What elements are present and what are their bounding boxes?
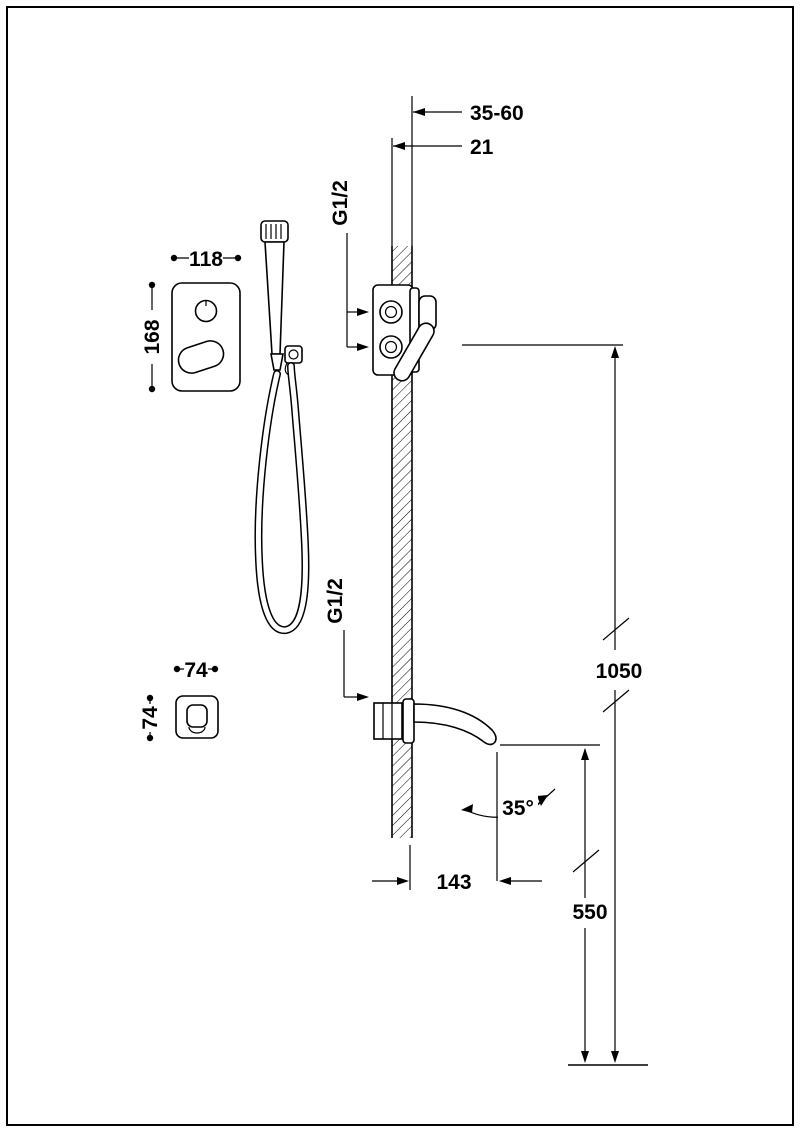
arrowhead <box>357 308 369 316</box>
spout-opening <box>188 726 206 734</box>
arrowhead <box>393 142 405 150</box>
trim-plate-detail <box>171 282 241 392</box>
arrowhead <box>581 1051 589 1063</box>
break-mark <box>602 689 630 713</box>
concealed-mixer-valve <box>372 284 437 382</box>
dim-label-depth-range: 35-60 <box>470 102 524 125</box>
dim-label-trim-plate-width: 118 <box>189 248 223 271</box>
dim-label-spout-angle: 35° <box>502 797 534 820</box>
mixer-lever-handle <box>393 322 435 382</box>
dim-dot <box>146 694 154 702</box>
spout-thread-callout: G1/2 <box>324 578 369 701</box>
arrowhead <box>499 877 511 885</box>
page-border <box>6 6 794 1126</box>
valve-inlet-top-inner <box>384 305 398 319</box>
dim-label-spout-height: 550 <box>572 901 607 924</box>
trim-lever-front <box>177 340 225 374</box>
spout-front-view <box>186 704 208 728</box>
break-mark <box>602 617 630 641</box>
dim-spout-plate-height: 74 <box>139 694 162 742</box>
dim-dot <box>234 254 242 262</box>
dim-dot <box>170 254 178 262</box>
shower-hose-outer <box>254 362 310 635</box>
dim-spout-plate-width: 74 <box>173 658 219 682</box>
dim-dot <box>148 385 156 393</box>
spout-body <box>413 703 497 746</box>
dim-dot <box>146 734 154 742</box>
spout-plate-detail <box>175 695 219 739</box>
wall-hatch <box>392 246 412 838</box>
dim-dot <box>173 665 181 673</box>
arrowhead <box>357 693 369 701</box>
hose-coupling <box>270 353 284 371</box>
dim-depth-range: 35-60 <box>413 102 524 125</box>
inlet-thread-label: G1/2 <box>329 180 352 226</box>
dim-wall-thickness: 21 <box>393 136 494 159</box>
shower-holder <box>284 345 303 364</box>
arrowhead <box>397 877 409 885</box>
dim-trim-plate-width: 118 <box>170 247 242 271</box>
spout-flange <box>402 698 415 744</box>
hand-shower-handle <box>264 241 285 355</box>
inlet-thread-callout: G1/2 <box>329 180 369 351</box>
dim-label-spout-plate-width: 74 <box>184 659 208 682</box>
arrowhead <box>611 346 619 358</box>
hand-shower-head <box>260 220 289 243</box>
dim-label-spout-reach: 143 <box>436 871 471 894</box>
spout-thread-label: G1/2 <box>324 578 347 624</box>
arrowhead <box>357 343 369 351</box>
valve-inlet-top <box>379 300 403 324</box>
spout-wall-fitting <box>373 702 403 740</box>
arrowhead <box>461 804 473 813</box>
trim-plate <box>171 282 241 392</box>
diverter-knob <box>194 299 218 323</box>
hand-shower <box>254 220 310 635</box>
spout-plate <box>175 695 219 739</box>
dim-mixer-height: 1050 <box>592 346 646 1063</box>
shower-hose-inner <box>255 363 308 633</box>
dim-label-mixer-height: 1050 <box>596 660 643 683</box>
dim-spout-reach: 143 <box>372 845 542 894</box>
bath-spout-assembly <box>373 698 497 746</box>
arrowhead <box>413 108 425 116</box>
shower-holder-knob <box>288 349 299 360</box>
dim-label-trim-plate-height: 168 <box>141 319 164 354</box>
valve-inlet-bottom-inner <box>384 340 398 354</box>
break-mark <box>572 849 600 873</box>
top-dimension-extensions <box>391 96 413 246</box>
arrowhead <box>581 748 589 760</box>
dim-spout-height: 550 <box>500 744 611 1063</box>
dim-label-spout-plate-height: 74 <box>139 706 162 730</box>
dim-dot <box>148 281 156 289</box>
valve-inlet-bottom <box>379 335 403 359</box>
dim-trim-plate-height: 168 <box>141 281 164 393</box>
dim-label-wall-thickness: 21 <box>470 136 494 159</box>
arrowhead <box>611 1051 619 1063</box>
dim-dot <box>211 665 219 673</box>
dim-spout-angle: 35° <box>461 788 556 820</box>
